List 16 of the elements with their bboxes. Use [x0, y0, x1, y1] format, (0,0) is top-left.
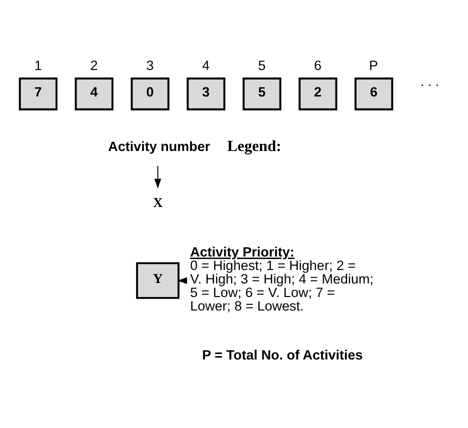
node-label: 2 — [90, 58, 98, 73]
node-label: 3 — [146, 58, 154, 73]
node-label: 6 — [314, 58, 322, 73]
node-label: 1 — [34, 58, 42, 73]
node-label: 5 — [258, 58, 266, 73]
node-label: P — [369, 58, 378, 73]
node-label: 4 — [202, 58, 210, 73]
arrow — [154, 164, 162, 188]
label: Legend: — [227, 138, 282, 155]
label: P = Total No. of Activities — [202, 346, 363, 362]
node-box: Y — [136, 262, 180, 298]
arrow — [177, 276, 188, 284]
label: . . . — [420, 73, 440, 88]
node-text: Activity number — [108, 138, 210, 154]
node-text: Activity Priority: 0 = Highest; 1 = Higher; 2 = V. High; 3 = High; 4 = Medium; 5 = Low; 6 = V. Low; 7 = Lower; 8 = Lowest. — [190, 244, 374, 314]
node-text: X — [152, 194, 163, 210]
